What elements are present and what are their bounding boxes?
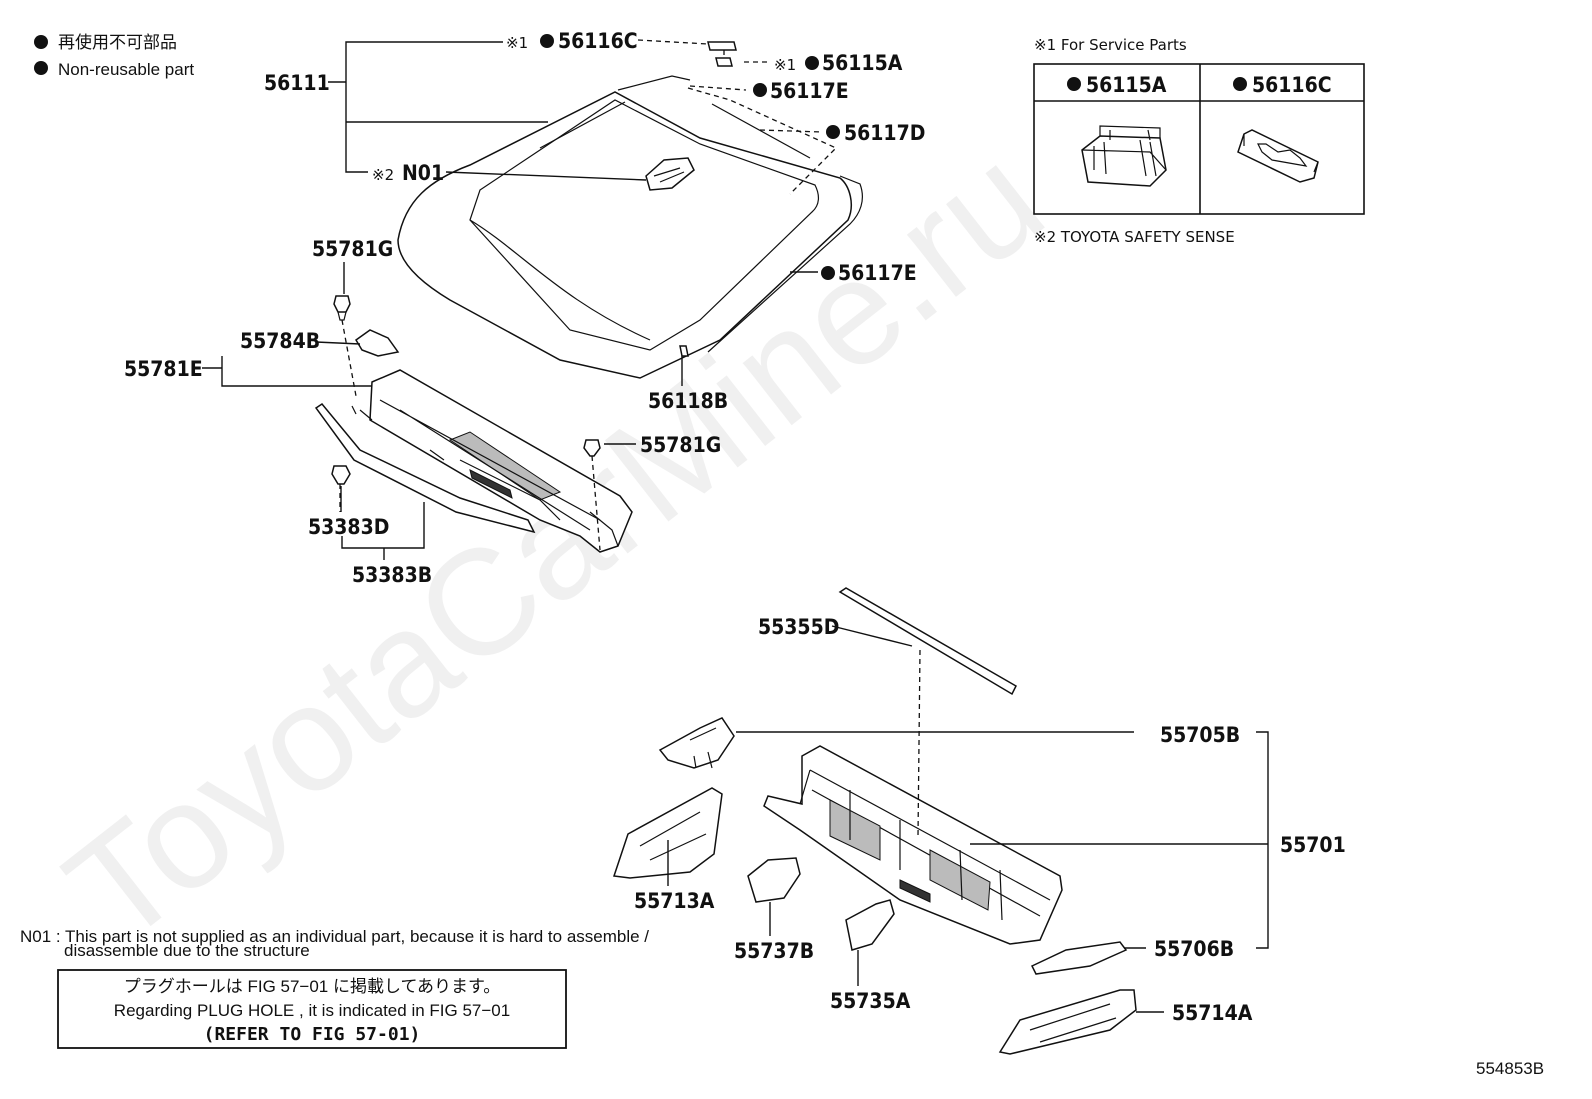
label-55784B: 55784B [240, 329, 320, 353]
plug-box-refer: (REFER TO FIG 57-01) [204, 1024, 421, 1045]
cowl-panel [763, 745, 1063, 945]
part-56116C-sketch [1237, 129, 1319, 183]
leader-lines [202, 39, 1269, 1013]
label-56118B: 56118B [648, 389, 728, 413]
windshield-glass [397, 91, 852, 379]
seal-53383B [314, 403, 536, 534]
bracket-55735A [845, 899, 895, 951]
label-55781G-top: 55781G [312, 237, 393, 261]
service-title: ※1 For Service Parts [1034, 36, 1187, 54]
plug-box-line-en: Regarding PLUG HOLE , it is indicated in… [114, 1001, 510, 1020]
label-55714A: 55714A [1172, 1001, 1253, 1025]
label-56116C: 56116C [558, 29, 638, 53]
label-55781G-mid: 55781G [640, 433, 721, 457]
non-reusable-dot-icon [1067, 77, 1081, 91]
legend-line-en: Non-reusable part [58, 60, 194, 79]
bracket-55784B [355, 329, 400, 357]
footnote-line1: N01 : This part is not supplied as an in… [20, 927, 649, 946]
legend-line-jp: 再使用不可部品 [58, 32, 177, 52]
non-reusable-dot-icon [821, 266, 835, 280]
molding-56117D [711, 103, 811, 159]
seal-55355D [838, 587, 1017, 696]
extension-55706B [1030, 941, 1128, 975]
plug-hole-box: プラグホールは FIG 57−01 に掲載してあります。 Regarding P… [57, 969, 567, 1049]
clip-53383D [331, 465, 351, 485]
clip-56115A [715, 57, 733, 67]
ref-mark-2: ※2 [372, 166, 394, 184]
plug-box-line-jp: プラグホールは FIG 57−01 に掲載してあります。 [124, 977, 501, 996]
non-reusable-dot-icon [540, 34, 554, 48]
legend: 再使用不可部品 Non-reusable part [34, 32, 194, 79]
label-55737B: 55737B [734, 939, 814, 963]
molding-56117E-right [707, 175, 863, 353]
brace-55714A [998, 989, 1137, 1055]
molding-56117E-top [617, 75, 691, 91]
label-56111: 56111 [264, 71, 330, 95]
bracket-55737B [747, 857, 801, 903]
part-labels: 56111 ※1 56116C ※1 56115A 56117E 56117D … [124, 29, 1346, 1025]
non-reusable-dot-icon [34, 61, 48, 75]
label-53383D: 53383D [308, 515, 389, 539]
ref-mark-1: ※1 [506, 34, 528, 52]
service-parts-box: ※1 For Service Parts 56115A 56116C ※2 TO… [1033, 36, 1365, 246]
label-56117D: 56117D [844, 121, 925, 145]
service-note2: ※2 TOYOTA SAFETY SENSE [1034, 228, 1235, 246]
footnote-line2: disassemble due to the structure [64, 941, 310, 960]
non-reusable-dot-icon [34, 35, 48, 49]
clip-55781G-mid [583, 439, 601, 457]
service-col-56115A: 56115A [1086, 73, 1167, 97]
stopper-56118B [679, 345, 689, 357]
cowl-louver [351, 369, 633, 553]
service-col-56116C: 56116C [1252, 73, 1332, 97]
clip-55781G-top [333, 295, 351, 321]
non-reusable-dot-icon [826, 125, 840, 139]
label-55781E: 55781E [124, 357, 203, 381]
label-56117E-top: 56117E [770, 79, 849, 103]
ref-mark-1: ※1 [774, 56, 796, 74]
brace-55713A [612, 787, 723, 879]
label-55355D: 55355D [758, 615, 839, 639]
label-55705B: 55705B [1160, 723, 1240, 747]
label-56115A: 56115A [822, 51, 903, 75]
label-55701: 55701 [1280, 833, 1346, 857]
figure-id: 554853B [1476, 1059, 1544, 1078]
label-55713A: 55713A [634, 889, 715, 913]
extension-55705B [658, 717, 735, 769]
label-55706B: 55706B [1154, 937, 1234, 961]
part-56115A-sketch [1081, 125, 1167, 187]
non-reusable-dot-icon [805, 56, 819, 70]
label-53383B: 53383B [352, 563, 432, 587]
non-reusable-dot-icon [753, 83, 767, 97]
non-reusable-dot-icon [1233, 77, 1247, 91]
clip-56116C [707, 41, 737, 51]
label-N01: N01 [402, 161, 444, 185]
label-55735A: 55735A [830, 989, 911, 1013]
label-56117E-right: 56117E [838, 261, 917, 285]
